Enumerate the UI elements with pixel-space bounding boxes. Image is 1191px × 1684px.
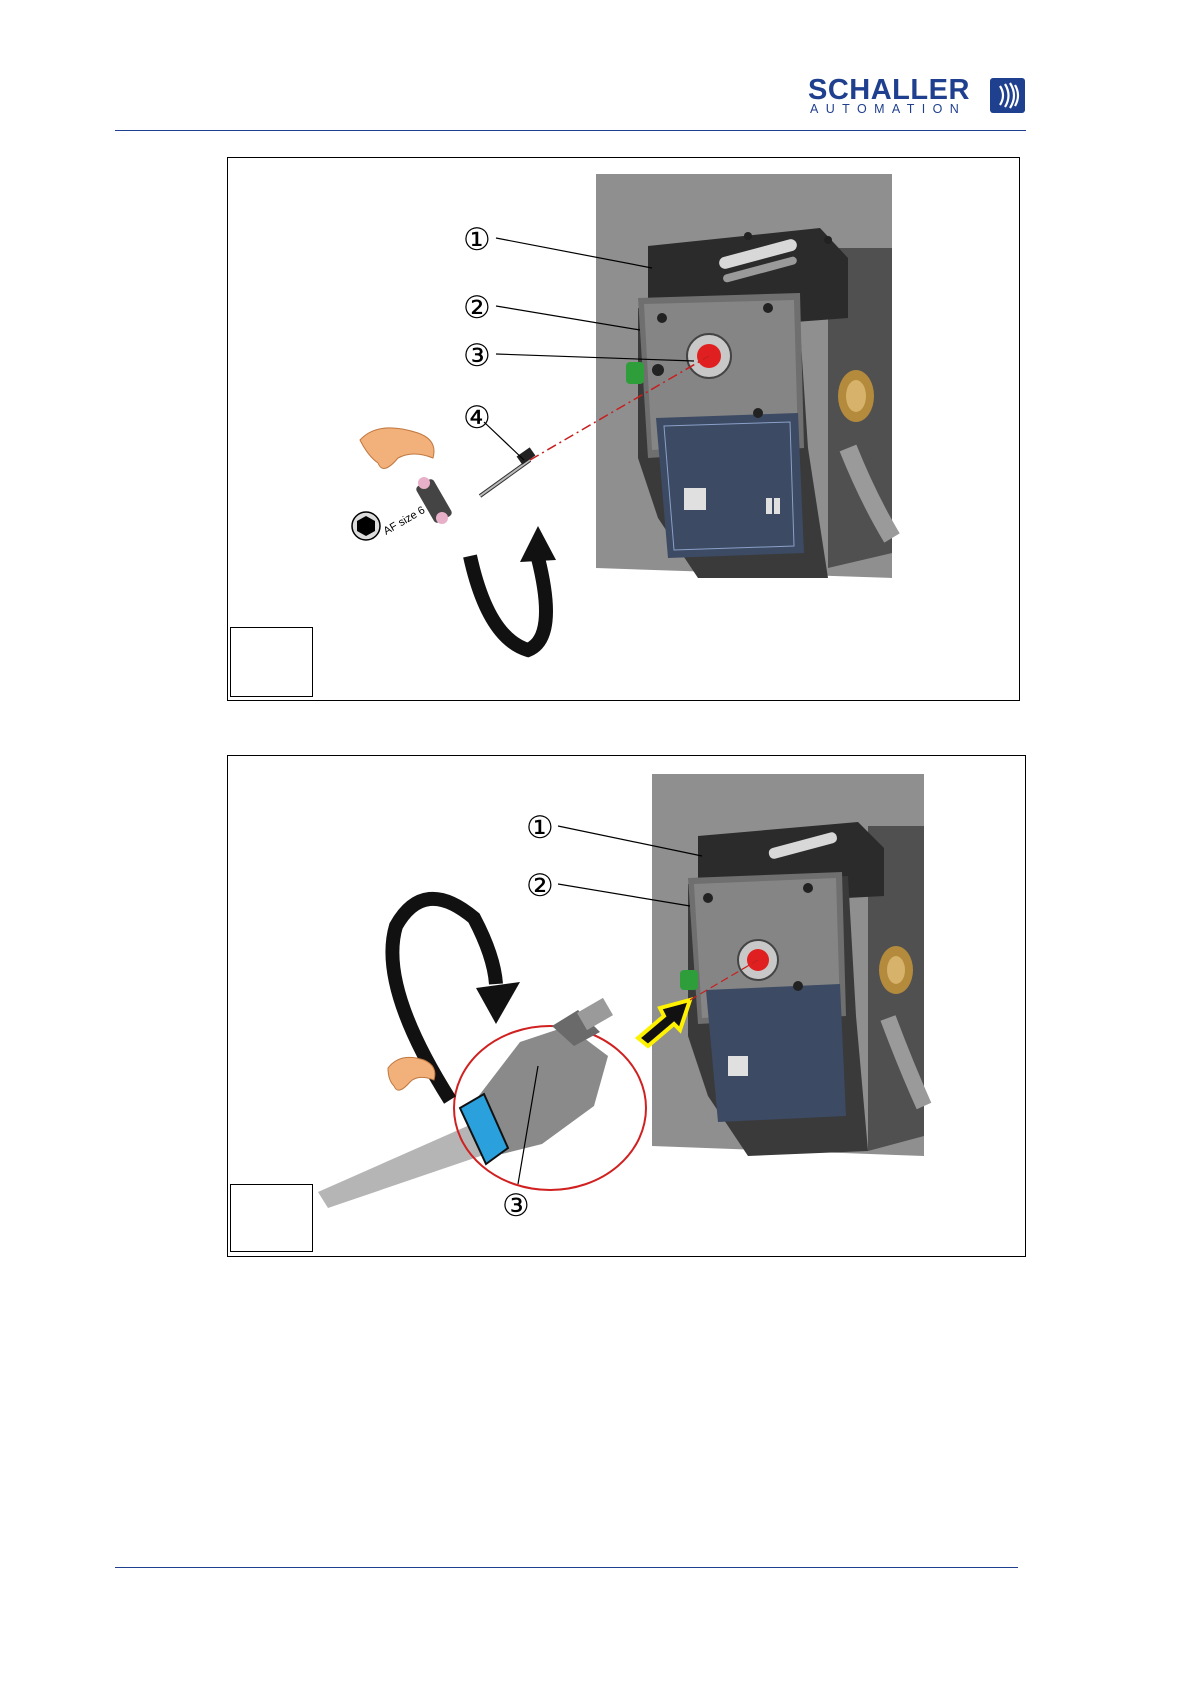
figure-1-step-box xyxy=(230,627,313,697)
schaller-wave-logo-icon xyxy=(990,78,1025,113)
label-panel xyxy=(656,413,804,558)
header-divider xyxy=(115,130,1026,131)
logo-tagline: AUTOMATION xyxy=(810,102,966,116)
green-knob xyxy=(680,970,698,990)
figure-2-illustration: ① ② ③ xyxy=(228,756,1025,1256)
hand-icon xyxy=(360,428,434,469)
label-panel xyxy=(706,984,846,1122)
tool-size-label: AF size 6 xyxy=(382,504,428,537)
footer-divider xyxy=(115,1567,1018,1568)
figure-1-illustration: ① ② ③ ④ AF size 6 xyxy=(228,158,1019,700)
callout-1: ① xyxy=(463,222,491,258)
callout-2: ② xyxy=(526,868,554,904)
figure-1-remove-sensor: ① ② ③ ④ AF size 6 xyxy=(227,157,1020,701)
green-knob xyxy=(626,362,644,384)
callout-2: ② xyxy=(463,290,491,326)
figure-2-insert-sensor: ① ② ③ xyxy=(227,755,1026,1257)
rotation-arrow-icon xyxy=(470,556,546,650)
callout-3: ③ xyxy=(502,1188,530,1224)
callout-4: ④ xyxy=(463,400,491,436)
header-logo: SCHALLER AUTOMATION xyxy=(808,76,1026,116)
hand-icon xyxy=(388,1057,435,1090)
callout-1: ① xyxy=(526,810,554,846)
callout-3: ③ xyxy=(463,338,491,374)
figure-2-step-box xyxy=(230,1184,313,1252)
